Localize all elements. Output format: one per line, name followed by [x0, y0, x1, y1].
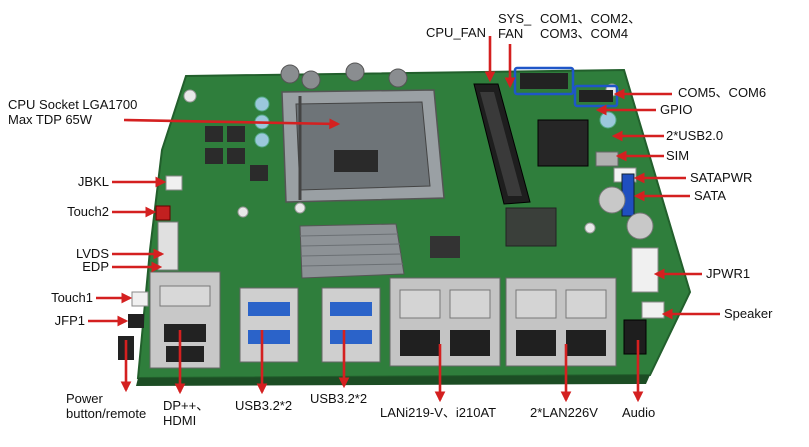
label-sim: SIM: [666, 148, 690, 163]
label-sys-fan-line2: FAN: [498, 25, 524, 41]
label-touch2: Touch2: [67, 204, 109, 219]
label-usb32-a: USB3.2*2: [235, 398, 293, 413]
label-usb20: 2*USB2.0: [666, 128, 724, 143]
label-sys-fan: SYS_ FAN: [498, 11, 532, 42]
speaker-header: [641, 301, 665, 319]
arrow-cpu-socket: [123, 118, 341, 130]
chip: [505, 207, 557, 247]
mount-hole: [584, 222, 596, 234]
label-cpu-socket: CPU Socket LGA1700 Max TDP 65W: [8, 97, 138, 128]
label-touch1: Touch1: [51, 290, 93, 305]
heatsink: [299, 223, 405, 279]
label-lan-b: 2*LAN226V: [530, 405, 598, 420]
capacitor-large: [598, 186, 626, 214]
label-lan-a: LANi219-V、i210AT: [380, 405, 497, 420]
lvds-edp-connector: [157, 221, 179, 271]
label-cpu-fan: CPU_FAN: [426, 25, 486, 40]
capacitor-large: [626, 212, 654, 240]
pcb-shadow: [136, 375, 650, 386]
lan-stack-a: [389, 277, 501, 367]
capacitor: [599, 111, 617, 129]
label-com-top-line1: COM1、COM2、: [540, 11, 642, 26]
label-power: Power button/remote: [66, 391, 147, 422]
cpu-socket: [281, 89, 445, 203]
touch2-header: [155, 205, 171, 221]
usb32-stack-b: [321, 287, 381, 363]
label-power-line1: Power: [66, 391, 103, 406]
label-com-side: COM5、COM6: [678, 85, 767, 100]
touch1-header: [131, 291, 149, 307]
label-satapwr: SATAPWR: [690, 170, 753, 185]
label-jpwr1: JPWR1: [706, 266, 751, 281]
label-com-top-line2: COM3、COM4: [540, 25, 629, 41]
jbkl-header: [165, 175, 183, 191]
sim-slot: [595, 151, 619, 167]
label-cpu-socket-line2: Max TDP 65W: [8, 111, 93, 127]
callout-arrows: [88, 36, 720, 403]
chipset: [537, 119, 589, 167]
jpwr1-connector: [631, 247, 659, 293]
label-sata: SATA: [694, 188, 727, 203]
label-dp-hdmi: DP++、 HDMI: [163, 398, 210, 429]
sodimm-slot: [473, 83, 531, 205]
label-dp-hdmi-line1: DP++、: [163, 398, 210, 413]
mount-hole: [183, 89, 197, 103]
audio-jack: [623, 319, 647, 355]
label-jbkl: JBKL: [77, 174, 109, 189]
label-speaker: Speaker: [724, 306, 773, 321]
label-lvds: LVDS: [76, 246, 109, 261]
label-sys-fan-line1: SYS_: [498, 11, 532, 26]
label-gpio: GPIO: [660, 102, 693, 117]
vrm-chokes: [205, 126, 268, 181]
jfp1-header: [128, 314, 144, 328]
mount-hole: [294, 202, 306, 214]
label-cpu-socket-line1: CPU Socket LGA1700: [8, 97, 138, 112]
label-jfp1: JFP1: [54, 313, 85, 328]
chip: [430, 236, 460, 258]
label-com-top: COM1、COM2、 COM3、COM4: [540, 11, 642, 42]
label-edp: EDP: [82, 259, 109, 274]
lan-stack-b: [505, 277, 617, 367]
mount-hole: [237, 206, 249, 218]
usb32-stack-a: [239, 287, 299, 363]
label-audio: Audio: [622, 405, 656, 420]
label-usb32-b: USB3.2*2: [310, 391, 368, 406]
dp-hdmi-ports: [149, 271, 221, 369]
label-power-line2: button/remote: [66, 405, 147, 421]
label-dp-hdmi-line2: HDMI: [163, 412, 197, 428]
